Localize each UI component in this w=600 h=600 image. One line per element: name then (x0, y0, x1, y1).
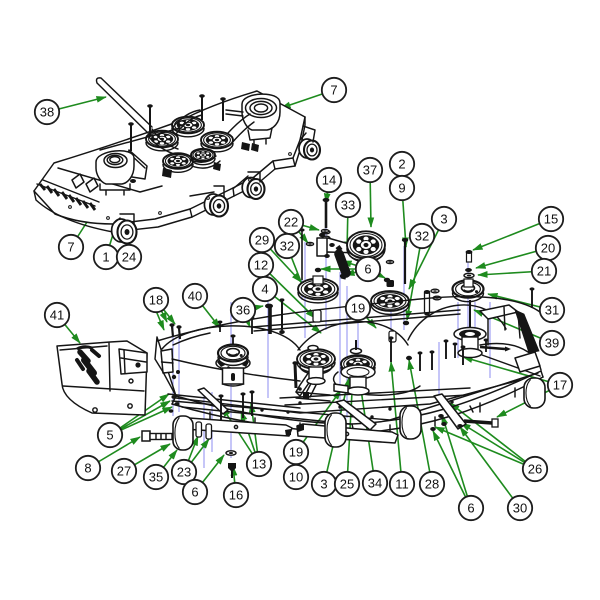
svg-text:19: 19 (351, 301, 365, 316)
svg-text:3: 3 (440, 212, 447, 227)
svg-text:16: 16 (229, 488, 243, 503)
svg-text:7: 7 (67, 240, 74, 255)
svg-text:14: 14 (322, 173, 336, 188)
svg-text:27: 27 (117, 464, 131, 479)
svg-text:18: 18 (149, 293, 163, 308)
svg-text:38: 38 (40, 105, 54, 120)
svg-text:11: 11 (395, 477, 409, 492)
svg-text:5: 5 (106, 428, 113, 443)
svg-text:32: 32 (280, 239, 294, 254)
svg-text:35: 35 (149, 470, 163, 485)
svg-text:26: 26 (528, 462, 542, 477)
svg-text:10: 10 (289, 470, 303, 485)
svg-text:12: 12 (254, 258, 268, 273)
svg-text:6: 6 (191, 485, 198, 500)
svg-text:4: 4 (261, 282, 268, 297)
svg-text:21: 21 (537, 264, 551, 279)
svg-text:34: 34 (368, 476, 382, 491)
svg-text:6: 6 (364, 262, 371, 277)
svg-text:30: 30 (513, 501, 527, 516)
svg-text:29: 29 (255, 233, 269, 248)
svg-text:15: 15 (544, 212, 558, 227)
svg-text:2: 2 (398, 157, 405, 172)
svg-text:41: 41 (50, 308, 64, 323)
svg-text:39: 39 (545, 336, 559, 351)
svg-text:17: 17 (553, 378, 567, 393)
svg-text:24: 24 (122, 250, 136, 265)
svg-text:13: 13 (252, 457, 266, 472)
svg-text:3: 3 (320, 477, 327, 492)
svg-text:32: 32 (415, 229, 429, 244)
svg-text:9: 9 (398, 181, 405, 196)
svg-text:40: 40 (188, 289, 202, 304)
svg-text:1: 1 (102, 250, 109, 265)
svg-text:23: 23 (177, 465, 191, 480)
svg-text:20: 20 (541, 241, 555, 256)
svg-text:6: 6 (467, 501, 474, 516)
svg-text:8: 8 (84, 461, 91, 476)
svg-text:25: 25 (340, 477, 354, 492)
svg-text:31: 31 (545, 303, 559, 318)
svg-text:28: 28 (425, 477, 439, 492)
svg-text:36: 36 (236, 303, 250, 318)
svg-text:33: 33 (341, 198, 355, 213)
svg-text:22: 22 (284, 215, 298, 230)
svg-text:7: 7 (330, 83, 337, 98)
svg-text:37: 37 (363, 163, 377, 178)
svg-text:19: 19 (289, 445, 303, 460)
